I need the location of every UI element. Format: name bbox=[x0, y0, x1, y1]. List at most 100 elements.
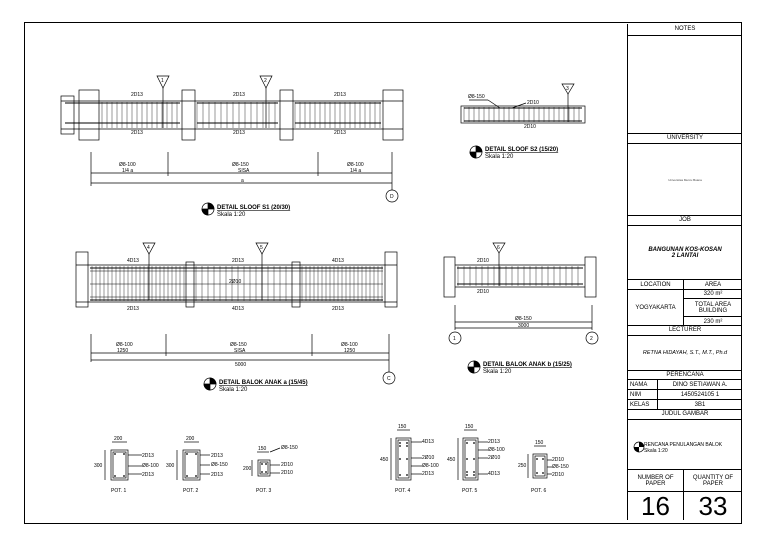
pot1-height: 300 bbox=[94, 463, 103, 469]
judul-value: RENCANA PENULANGAN BALOK bbox=[644, 442, 723, 448]
rebar-dot bbox=[466, 442, 468, 444]
balok-b-stirrups bbox=[457, 266, 579, 286]
job-header: JOB bbox=[628, 216, 742, 226]
rebar-dot bbox=[186, 453, 188, 455]
svg-text:6: 6 bbox=[497, 245, 500, 251]
s2-title: DETAIL SLOOF S2 (15/20) bbox=[485, 147, 558, 153]
pot5-label: POT. 5 bbox=[462, 488, 478, 494]
sloof-s1-stirrups bbox=[101, 102, 381, 128]
pot3-width: 150 bbox=[258, 446, 267, 452]
a-total: 5000 bbox=[235, 362, 246, 368]
b-stirrup: Ø8-150 bbox=[515, 316, 532, 322]
total-area-label: TOTAL AREA BUILDING bbox=[684, 299, 742, 317]
nim-value: 1450524105 1 bbox=[680, 391, 720, 398]
quantity-of-paper-value: 33 bbox=[698, 492, 728, 520]
a-bottom-bar-1: 2D13 bbox=[127, 306, 139, 312]
rebar-dot bbox=[406, 442, 408, 444]
s1-stirrup-3: Ø8-100 bbox=[347, 162, 364, 168]
lecturer-name: RETNA HIDAYAH, S.T., M.T., Ph.d bbox=[628, 336, 742, 371]
pot4-bar-1: 4D13 bbox=[422, 439, 434, 445]
s2-north-symbol bbox=[469, 145, 483, 159]
nama-value: DINO SETIAWAN A. bbox=[672, 381, 728, 388]
pot6-bar-3: 2D10 bbox=[552, 472, 564, 478]
drawing-sheet bbox=[24, 22, 742, 524]
judul-area: RENCANA PENULANGAN BALOK Skala 1:20 bbox=[628, 420, 742, 470]
svg-text:2: 2 bbox=[264, 78, 267, 84]
section-rebar-dots bbox=[114, 442, 544, 477]
s1-scale: Skala 1:20 bbox=[217, 212, 246, 218]
rebar-dot bbox=[261, 463, 263, 465]
rebar-dot bbox=[473, 442, 475, 444]
s1-stirrup-2: Ø8-150 bbox=[232, 162, 249, 168]
perencana-header: PERENCANA bbox=[628, 371, 742, 380]
rebar-dot bbox=[406, 474, 408, 476]
a-stirrup-2: Ø8-150 bbox=[230, 342, 247, 348]
section-pot-4 bbox=[390, 429, 422, 481]
rebar-dot bbox=[114, 475, 116, 477]
pot1-bar-3: 2D13 bbox=[142, 472, 154, 478]
a-grid: C bbox=[387, 376, 391, 382]
s1-span-2: SISA bbox=[238, 168, 250, 174]
s2-bottom-bar: 2D10 bbox=[524, 124, 536, 130]
pot6-width: 150 bbox=[535, 440, 544, 446]
a-title: DETAIL BALOK ANAK a (15/45) bbox=[219, 380, 308, 386]
pot3-bar-1: Ø8-150 bbox=[281, 445, 298, 451]
a-marker-2: 5 bbox=[255, 242, 269, 300]
pot2-bar-3: 2D13 bbox=[211, 472, 223, 478]
judul-header: JUDUL GAMBAR bbox=[628, 410, 742, 420]
pot2-width: 200 bbox=[186, 436, 195, 442]
b-span: 3000 bbox=[518, 323, 529, 329]
pot4-label: POT. 4 bbox=[395, 488, 411, 494]
pot5-bar-2: Ø8-100 bbox=[488, 447, 505, 453]
rebar-dot bbox=[473, 471, 475, 473]
s1-stirrup-1: Ø8-100 bbox=[119, 162, 136, 168]
s1-total: a bbox=[241, 178, 244, 184]
balok-a-stirrups bbox=[91, 266, 383, 301]
rebar-dot bbox=[186, 475, 188, 477]
b-top-bar: 2D10 bbox=[477, 258, 489, 264]
pot5-width: 150 bbox=[465, 424, 474, 430]
a-stirrup-3: Ø8-100 bbox=[341, 342, 358, 348]
kelas-row: KELAS 3B1 bbox=[628, 400, 742, 410]
a-span-2: SISA bbox=[234, 348, 246, 354]
rebar-dot bbox=[399, 458, 401, 460]
section-pot-3 bbox=[251, 447, 281, 477]
pot5-bar-3: 2Ø10 bbox=[488, 455, 500, 461]
s1-top-bar-1: 2D13 bbox=[131, 92, 143, 98]
pot4-bar-4: 2D13 bbox=[422, 471, 434, 477]
notes-area bbox=[628, 36, 742, 134]
kelas-value: 3B1 bbox=[694, 401, 706, 408]
rebar-dot bbox=[466, 458, 468, 460]
a-north-symbol bbox=[203, 377, 217, 391]
pot3-label: POT. 3 bbox=[256, 488, 272, 494]
s2-stirrup: Ø8-150 bbox=[468, 94, 485, 100]
total-area-value: 230 m² bbox=[703, 318, 723, 325]
b-dimension bbox=[448, 305, 599, 345]
sloof-s2-beam bbox=[460, 99, 586, 124]
pot1-bar-2: Ø8-100 bbox=[142, 463, 159, 469]
rebar-dot bbox=[399, 442, 401, 444]
pot5-height: 450 bbox=[447, 457, 456, 463]
number-of-paper-value: 16 bbox=[628, 492, 684, 520]
b-grid-left: 1 bbox=[453, 336, 456, 342]
s1-top-bar-2: 2D13 bbox=[233, 92, 245, 98]
pot1-label: POT. 1 bbox=[111, 488, 127, 494]
location-values-row: YOGYAKARTA 320 m² TOTAL AREA BUILDING 23… bbox=[628, 290, 742, 326]
sloof-s1-beam bbox=[60, 89, 404, 141]
pot1-bar-1: 2D13 bbox=[142, 453, 154, 459]
rebar-dot bbox=[406, 445, 408, 447]
pot6-label: POT. 6 bbox=[531, 488, 547, 494]
rebar-dot bbox=[466, 474, 468, 476]
location-label: LOCATION bbox=[628, 280, 684, 289]
notes-header: NOTES bbox=[628, 24, 742, 36]
pot3-bar-3: 2D10 bbox=[281, 470, 293, 476]
section-pot-1 bbox=[104, 441, 142, 481]
a-stirrup-1: Ø8-100 bbox=[116, 342, 133, 348]
pot5-bar-4: 4D13 bbox=[488, 471, 500, 477]
s2-scale: Skala 1:20 bbox=[485, 154, 514, 160]
pot6-bar-1: 2D10 bbox=[552, 457, 564, 463]
section-pot-6 bbox=[527, 445, 552, 479]
b-title: DETAIL BALOK ANAK b (15/25) bbox=[483, 362, 572, 368]
a-scale: Skala 1:20 bbox=[219, 387, 248, 393]
pot6-bar-2: Ø8-150 bbox=[552, 464, 569, 470]
